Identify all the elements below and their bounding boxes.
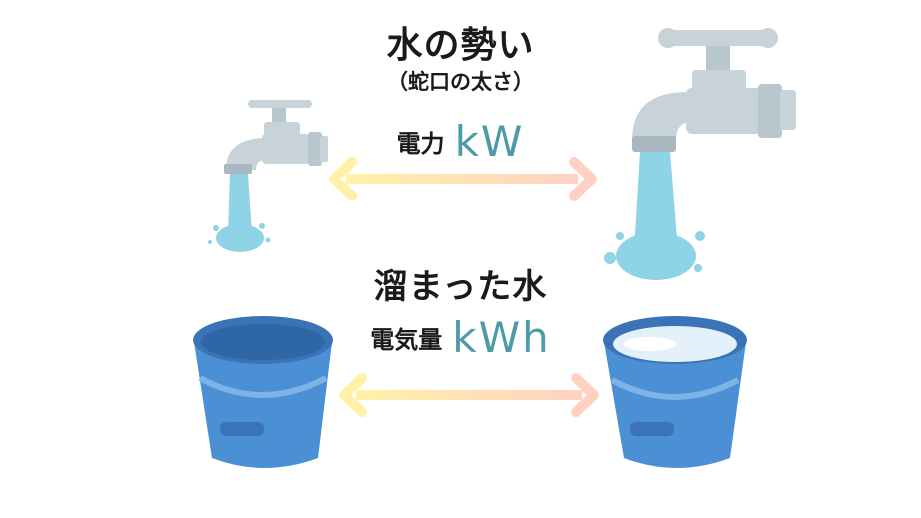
energy-unit: kWh xyxy=(452,313,551,362)
full-bucket-icon xyxy=(603,316,747,468)
double-arrow-icon xyxy=(329,157,597,201)
energy-label: 電気量 xyxy=(370,326,443,354)
large-faucet-icon xyxy=(604,28,796,280)
water-force-title: 水の勢い xyxy=(386,25,535,66)
power-unit: kW xyxy=(454,117,525,166)
energy-label-row: 電気量 kWh xyxy=(0,313,921,362)
empty-bucket-icon xyxy=(193,316,333,468)
stored-water-title: 溜まった水 xyxy=(373,267,548,307)
faucet-width-subtitle: （蛇口の太さ） xyxy=(387,70,534,94)
small-faucet-icon xyxy=(208,100,328,252)
power-label: 電力 xyxy=(396,130,445,158)
double-arrow-icon xyxy=(339,373,599,417)
power-label-row: 電力 kW xyxy=(0,117,921,166)
